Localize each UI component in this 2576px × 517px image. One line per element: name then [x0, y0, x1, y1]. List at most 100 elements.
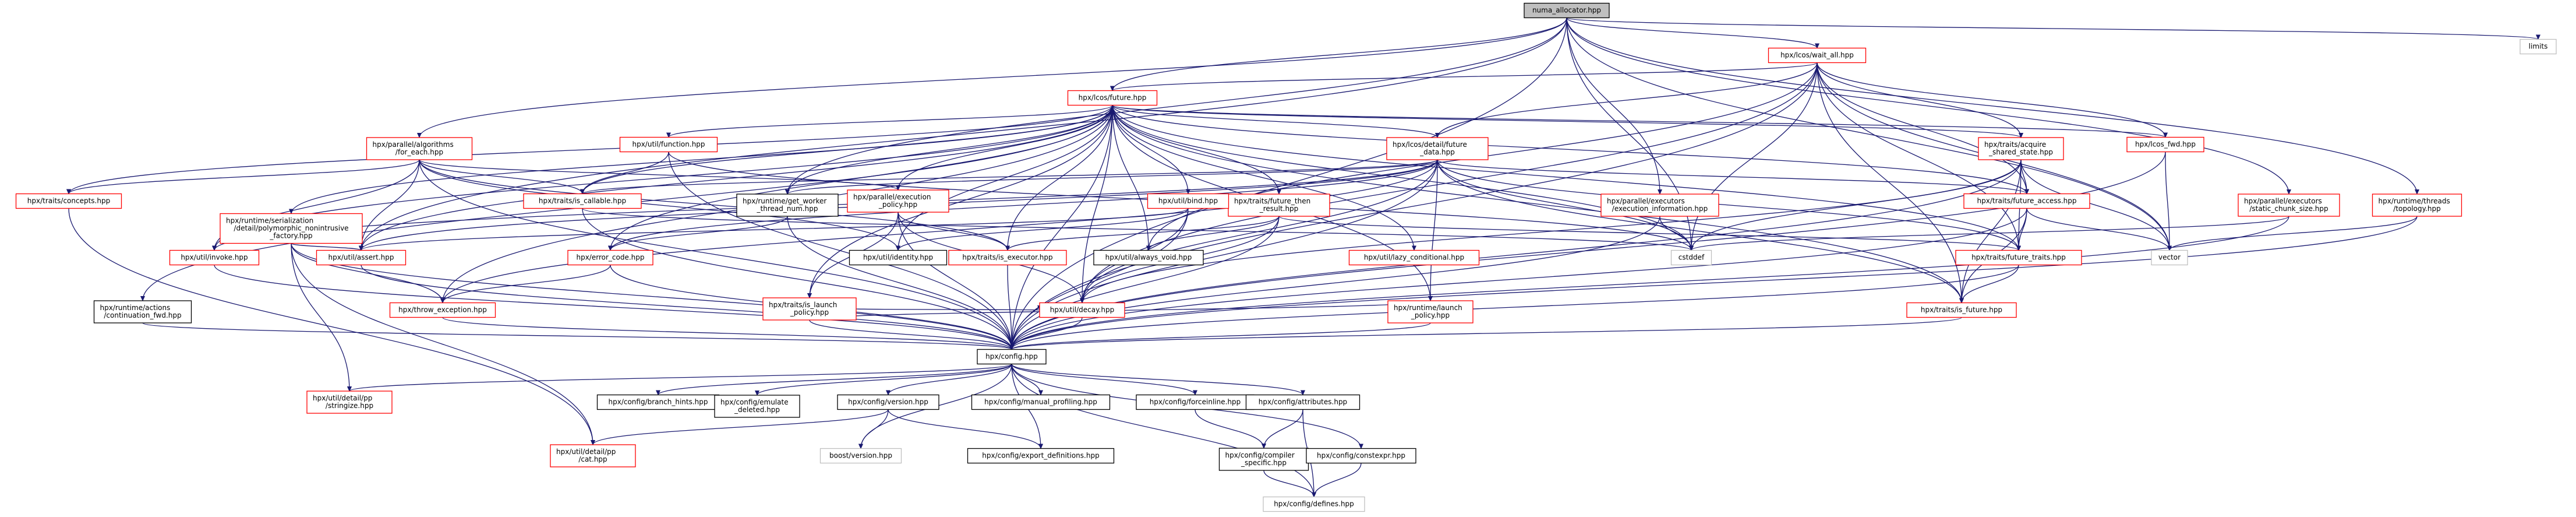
node-n47[interactable]: hpx/config/compiler_specific.hpp [1218, 448, 1309, 471]
node-n10[interactable]: hpx/runtime/serialization/detail/polymor… [220, 213, 363, 244]
node-n44[interactable]: hpx/util/detail/pp/cat.hpp [550, 444, 636, 467]
node-box [1147, 193, 1229, 209]
node-n30[interactable]: hpx/runtime/actions/continuation_fwd.hpp [93, 300, 192, 323]
edge-n14-n28 [1278, 216, 2021, 251]
node-label: hpx/lcos/wait_all.hpp [1780, 51, 1854, 59]
node-n21[interactable]: hpx/util/assert.hpp [316, 249, 407, 266]
node-label: hpx/traits/future_traits.hpp [1971, 254, 2066, 262]
node-n0: numa_allocator.hpp [1524, 2, 1610, 19]
node-n15[interactable]: hpx/util/bind.hpp [1147, 193, 1229, 209]
node-n19[interactable]: hpx/runtime/threads/topology.hpp [2372, 194, 2462, 217]
node-n23[interactable]: hpx/util/identity.hpp [849, 249, 948, 266]
node-label: limits [2529, 43, 2548, 51]
node-n9[interactable]: hpx/traits/concepts.hpp [15, 193, 122, 209]
edge-n12-n22 [608, 216, 788, 251]
edge-n6-n31 [440, 159, 1438, 304]
node-box [1955, 249, 2082, 266]
node-n4[interactable]: hpx/parallel/algorithms/for_each.hpp [366, 137, 473, 160]
node-box [1963, 193, 2090, 209]
edge-n10-n21 [291, 242, 363, 251]
node-n39[interactable]: hpx/config/emulate_deleted.hpp [714, 395, 800, 418]
edge-n36-n41 [1011, 364, 1043, 396]
node-label: hpx/util/invoke.hpp [181, 254, 248, 262]
node-n31[interactable]: hpx/throw_exception.hpp [389, 302, 496, 318]
node-n36[interactable]: hpx/config.hpp [977, 349, 1047, 365]
node-box [1670, 249, 1712, 266]
edge-n3-n32 [807, 105, 1113, 298]
edge-n16-n27 [1659, 216, 1694, 251]
node-n5[interactable]: hpx/util/function.hpp [619, 136, 718, 153]
node-box [1093, 249, 1204, 266]
node-n8[interactable]: hpx/lcos_fwd.hpp [2126, 136, 2204, 153]
node-box [1067, 90, 1158, 106]
edge-n30-n36 [142, 322, 1014, 350]
node-n35[interactable]: hpx/traits/is_future.hpp [1906, 302, 2017, 318]
edge-n21-n36 [361, 265, 1014, 350]
node-n18[interactable]: hpx/parallel/executors/static_chunk_size… [2238, 194, 2340, 217]
node-n2[interactable]: hpx/lcos/wait_all.hpp [1768, 47, 1867, 64]
node-n1: limits [2520, 38, 2557, 55]
node-n28[interactable]: hpx/traits/future_traits.hpp [1955, 249, 2082, 266]
edge-n0-n19 [1566, 17, 2419, 195]
node-n22[interactable]: hpx/error_code.hpp [567, 249, 653, 266]
node-n13[interactable]: hpx/parallel/execution_policy.hpp [847, 189, 949, 213]
node-n46[interactable]: hpx/config/export_definitions.hpp [967, 448, 1115, 464]
edge-n32-n36 [809, 319, 1014, 350]
edge-n7-n29 [2020, 159, 2172, 251]
node-n20[interactable]: hpx/util/invoke.hpp [169, 249, 260, 266]
node-label: hpx/config/version.hpp [848, 398, 928, 406]
node-box [1768, 47, 1867, 64]
node-box [2238, 194, 2340, 217]
edge-n40-n45 [858, 409, 889, 449]
node-label: hpx/config/branch_hints.hpp [609, 398, 708, 406]
node-n42[interactable]: hpx/config/forceinline.hpp [1136, 394, 1255, 410]
edge-n10-n31 [291, 243, 445, 304]
node-n40[interactable]: hpx/config/version.hpp [837, 394, 939, 410]
edge-n5-n11 [580, 152, 669, 195]
node-n11[interactable]: hpx/traits/is_callable.hpp [523, 193, 642, 209]
node-label: hpx/lcos/future.hpp [1079, 94, 1147, 102]
node-box [2372, 194, 2462, 217]
edge-n7-n27 [1689, 159, 2022, 251]
edge-n3-n25 [1112, 105, 1151, 251]
node-n26[interactable]: hpx/util/lazy_conditional.hpp [1348, 249, 1480, 266]
node-label: _deleted.hpp [734, 406, 780, 414]
node-n6[interactable]: hpx/lcos/detail/future_data.hpp [1386, 137, 1489, 160]
edge-n18-n36 [1009, 216, 2289, 350]
node-label: hpx/config/emulate [720, 398, 789, 406]
node-n38[interactable]: hpx/config/branch_hints.hpp [596, 394, 720, 410]
node-n41[interactable]: hpx/config/manual_profiling.hpp [971, 394, 1111, 410]
edge-n11-n36 [582, 208, 1014, 350]
node-label: hpx/lcos/detail/future [1393, 140, 1467, 149]
node-n17[interactable]: hpx/traits/future_access.hpp [1963, 193, 2090, 209]
node-box [366, 137, 473, 160]
edge-n36-n37 [347, 363, 1012, 392]
dependency-edges [66, 17, 2540, 498]
node-n48[interactable]: hpx/config/constexpr.hpp [1306, 448, 1416, 464]
node-label: /topology.hpp [2393, 205, 2440, 213]
node-box [736, 194, 839, 217]
edge-n9-n44 [68, 208, 595, 445]
node-n33[interactable]: hpx/util/decay.hpp [1039, 302, 1125, 318]
node-label: hpx/traits/future_access.hpp [1977, 197, 2077, 205]
edge-n3-n33 [1080, 105, 1113, 304]
node-n25[interactable]: hpx/util/always_void.hpp [1093, 249, 1204, 266]
node-n43[interactable]: hpx/config/attributes.hpp [1245, 394, 1361, 410]
node-n34[interactable]: hpx/runtime/launch_policy.hpp [1387, 300, 1473, 323]
edge-n18-n27 [1689, 216, 2289, 251]
edge-n43-n47 [1262, 409, 1303, 449]
edge-n0-n16 [1566, 17, 1662, 195]
node-n24[interactable]: hpx/traits/is_executor.hpp [948, 249, 1067, 266]
node-n7[interactable]: hpx/traits/acquire_shared_state.hpp [1978, 137, 2064, 160]
node-box [1386, 137, 1489, 160]
node-n12[interactable]: hpx/runtime/get_worker_thread_num.hpp [736, 194, 839, 217]
edge-n17-n28 [2016, 208, 2027, 251]
node-label: hpx/util/bind.hpp [1158, 197, 1218, 205]
node-n32[interactable]: hpx/traits/is_launch_policy.hpp [762, 297, 857, 321]
node-n14[interactable]: hpx/traits/future_then_result.hpp [1228, 194, 1330, 217]
node-n37[interactable]: hpx/util/detail/pp/stringize.hpp [306, 391, 393, 414]
edge-n13-n36 [897, 212, 1014, 350]
node-n3[interactable]: hpx/lcos/future.hpp [1067, 90, 1158, 106]
node-n16[interactable]: hpx/parallel/executors/execution_informa… [1600, 194, 1719, 217]
